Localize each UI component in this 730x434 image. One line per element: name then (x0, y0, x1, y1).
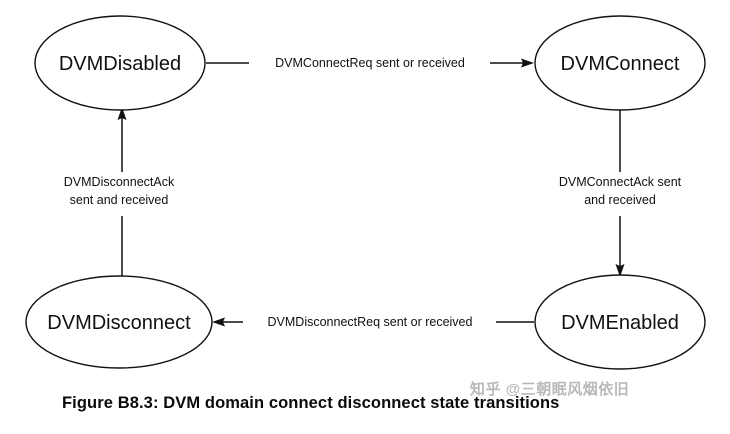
edge-label-disconnect-req: DVMDisconnectReq sent or received (268, 315, 473, 329)
state-node-dvm-disconnect[interactable]: DVMDisconnect (25, 275, 213, 369)
arrow-head-icon-connect-ack (615, 264, 625, 277)
edge-label-connect-req: DVMConnectReq sent or received (275, 56, 465, 70)
ellipse-shape-dvm-disabled (34, 15, 206, 111)
ellipse-shape-dvm-enabled (534, 274, 706, 370)
edge-label-connect-ack-line2: and received (584, 193, 656, 207)
state-label-dvm-enabled: DVMEnabled (561, 312, 679, 334)
state-node-dvm-enabled[interactable]: DVMEnabled (534, 274, 706, 370)
arrow-head-icon-connect-req (521, 58, 534, 68)
state-label-dvm-connect: DVMConnect (561, 53, 680, 75)
edge-connect-req: DVMConnectReq sent or received (206, 56, 534, 70)
edge-disconnect-req: DVMDisconnectReq sent or received (212, 315, 534, 329)
figure-caption: Figure B8.3: DVM domain connect disconne… (62, 394, 560, 412)
arrow-head-icon-disconnect-ack (117, 107, 127, 120)
edge-disconnect-ack: DVMDisconnectAck sent and received (64, 107, 175, 276)
edge-connect-ack: DVMConnectAck sent and received (559, 110, 682, 277)
ellipse-shape-dvm-connect (534, 15, 706, 111)
state-node-dvm-disabled[interactable]: DVMDisabled (34, 15, 206, 111)
edge-label-disconnect-ack-line2: sent and received (70, 193, 169, 207)
arrow-head-icon-disconnect-req (212, 317, 225, 327)
state-label-dvm-disconnect: DVMDisconnect (47, 312, 191, 334)
ellipse-shape-dvm-disconnect (25, 275, 213, 369)
state-node-dvm-connect[interactable]: DVMConnect (534, 15, 706, 111)
state-label-dvm-disabled: DVMDisabled (59, 53, 181, 75)
edge-label-disconnect-ack-line1: DVMDisconnectAck (64, 175, 175, 189)
edge-label-connect-ack-line1: DVMConnectAck sent (559, 175, 682, 189)
